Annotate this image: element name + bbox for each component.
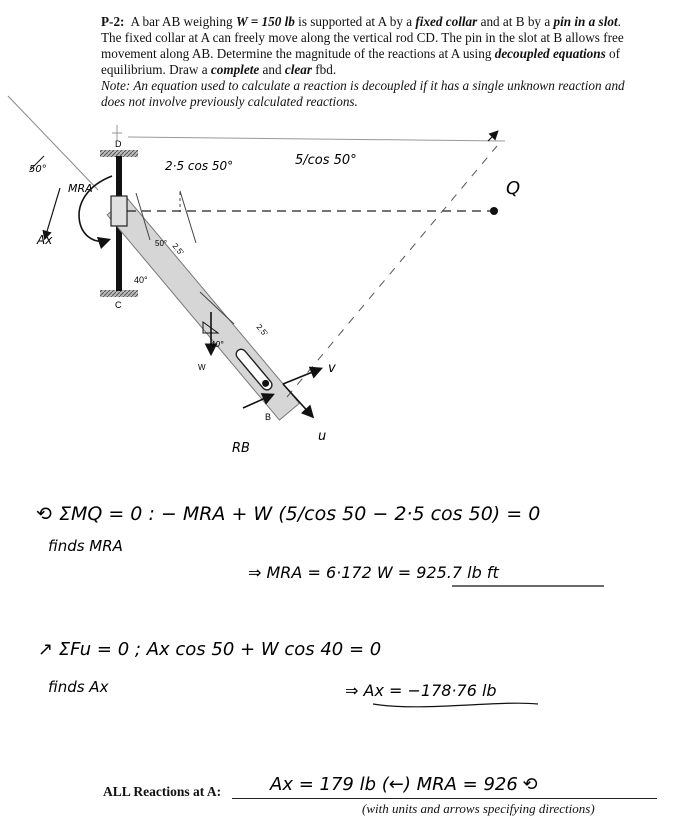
problem-number: P-2:: [101, 14, 125, 29]
dimension-line: [135, 190, 197, 244]
equation-moment-note: finds MRA: [48, 537, 123, 555]
hw-angle-50: 50°: [29, 164, 47, 175]
angle-40-label: 40°: [134, 275, 148, 285]
hw-horizontal-dim: 2·5 cos 50°: [165, 159, 233, 173]
hw-rb: RB: [232, 441, 250, 456]
problem-text-part: and: [259, 62, 285, 77]
pencil-tick: [29, 155, 45, 171]
collar-a: [110, 195, 128, 227]
equation-moment: ⟲ ΣMQ = 0 : − MRA + W (5/cos 50 − 2·5 co…: [36, 503, 540, 525]
label-w: W: [198, 363, 206, 372]
equation-force: ↗ ΣFu = 0 ; Ax cos 50 + W cos 40 = 0: [38, 639, 381, 660]
weight-angle-mark: [202, 321, 220, 334]
problem-text-part: is supported at A by a: [294, 14, 416, 29]
pencil-tick: [112, 125, 122, 140]
dimension-lower-label: 2.5': [254, 323, 269, 339]
pencil-line: [127, 136, 506, 142]
pencil-line: [7, 95, 99, 191]
bar-ab: [106, 197, 301, 421]
dimension-line: [199, 291, 235, 325]
pin-b: [262, 379, 270, 387]
point-q: [490, 207, 498, 215]
answer-note: (with units and arrows specifying direct…: [362, 801, 595, 816]
problem-note: Note: An equation used to calculate a re…: [101, 78, 625, 109]
hw-u: u: [318, 429, 326, 444]
result-underline: [372, 702, 539, 708]
pin-in-slot-term: pin in a slot: [553, 14, 618, 29]
hw-v: v: [328, 361, 336, 376]
equation-moment-result: ⇒ MRA = 6·172 W = 925.7 lb ft: [248, 563, 499, 582]
u-axis-arrow: [282, 383, 315, 419]
label-d: D: [115, 139, 122, 149]
complete-term: complete: [210, 62, 260, 77]
moment-arrow-mra: [78, 175, 113, 250]
hw-weight-angle: 40°: [210, 340, 224, 349]
hw-point-q: Q: [506, 178, 520, 199]
label-c: C: [115, 300, 122, 310]
ax-arrow: [42, 187, 61, 241]
problem-text-part: A bar AB weighing: [130, 14, 236, 29]
support-top: [100, 150, 138, 157]
angle-50-label: 50°: [155, 239, 167, 248]
problem-text: P-2: A bar AB weighing W = 150 lb is supp…: [101, 14, 641, 78]
problem-text-part: fbd.: [311, 62, 337, 77]
problem-text-part: . The fixed collar at A can freely move …: [101, 14, 624, 61]
label-b: B: [265, 412, 271, 422]
support-bottom: [100, 290, 138, 297]
problem-text-part: of equilibrium. Draw a: [101, 46, 621, 77]
pencil-arrow: [487, 130, 499, 142]
decoupled-term: decoupled equations: [494, 46, 606, 61]
weight-expression: W = 150 lb: [235, 14, 295, 29]
hw-mra: MRA: [68, 182, 93, 195]
equation-force-note: finds Ax: [48, 678, 109, 696]
equation-force-result: ⇒ Ax = −178·76 lb: [345, 681, 497, 700]
slanted-dashed-line: [286, 145, 498, 398]
final-answer: Ax = 179 lb (←) MRA = 926 ⟲: [269, 774, 539, 795]
rb-arrow: [242, 393, 275, 409]
answer-line: [232, 798, 657, 799]
answer-label: ALL Reactions at A:: [103, 784, 222, 799]
hw-slant-dim: 5/cos 50°: [295, 153, 357, 168]
fixed-collar-term: fixed collar: [415, 14, 478, 29]
problem-statement: P-2: A bar AB weighing W = 150 lb is supp…: [101, 14, 641, 110]
clear-term: clear: [284, 62, 312, 77]
slot: [235, 348, 273, 391]
hw-ax: Ax: [36, 233, 53, 247]
problem-text-part: and at B by a: [477, 14, 554, 29]
v-axis-arrow: [282, 366, 323, 385]
